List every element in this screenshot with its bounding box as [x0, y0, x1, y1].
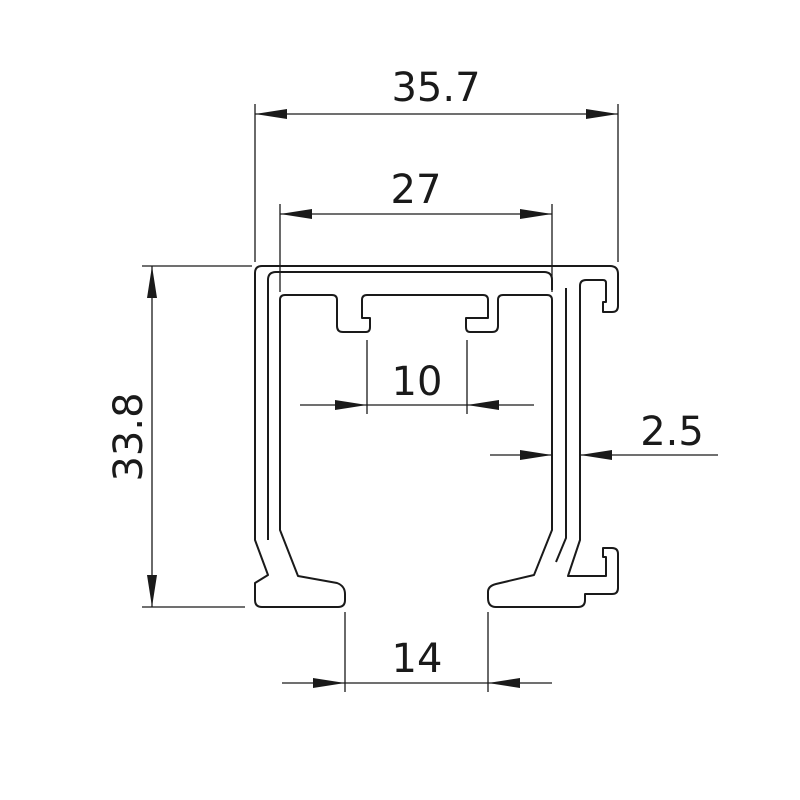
dimension-bottom-opening: 14	[282, 612, 552, 692]
dimension-label-overall-width: 35.7	[391, 65, 480, 111]
dimension-label-bottom-opening: 14	[392, 636, 443, 682]
track-profile	[254, 265, 619, 608]
dimension-label-height: 33.8	[106, 392, 152, 481]
dimension-height: 33.8	[106, 265, 252, 608]
dimension-label-wall-thickness: 2.5	[640, 409, 704, 455]
dimension-overall-width: 35.7	[254, 65, 619, 262]
dimension-wall-thickness: 2.5	[490, 409, 718, 460]
profile-top-inner-line	[267, 271, 553, 290]
profile-outer-contour	[254, 265, 619, 608]
dimension-label-inner-width: 27	[391, 167, 442, 213]
dimension-slot-width: 10	[300, 340, 534, 414]
dimension-inner-width: 27	[279, 167, 553, 292]
dimension-label-slot-width: 10	[392, 359, 443, 405]
profile-right-inner-line	[555, 288, 567, 563]
